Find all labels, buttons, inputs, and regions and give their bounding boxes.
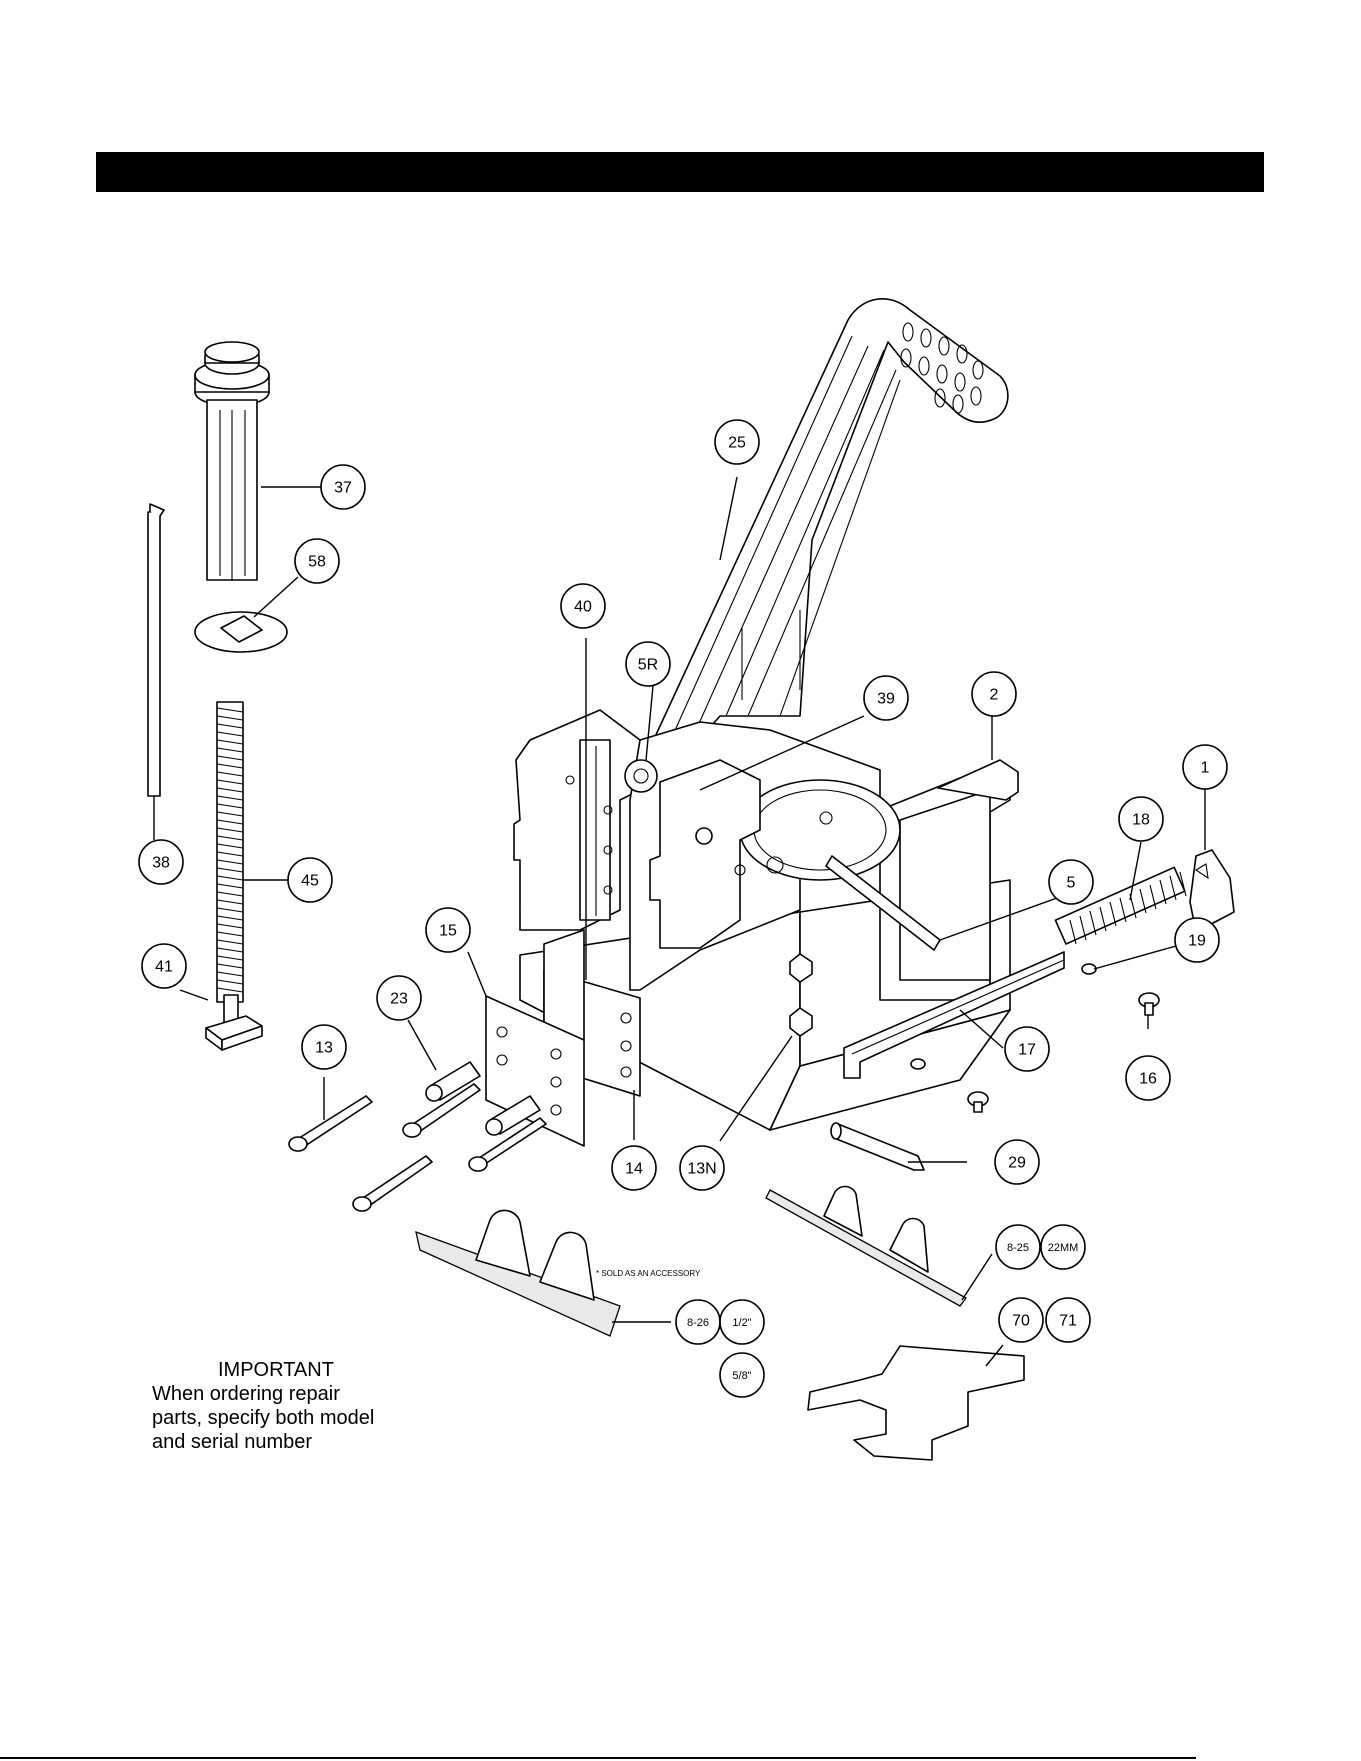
callout-40: 40 (561, 584, 605, 628)
svg-text:19: 19 (1188, 933, 1206, 950)
svg-text:71: 71 (1059, 1313, 1077, 1330)
svg-text:8-26: 8-26 (687, 1317, 709, 1329)
svg-text:5/8": 5/8" (732, 1370, 751, 1382)
part-41-block (206, 995, 262, 1050)
svg-text:1/2": 1/2" (732, 1317, 751, 1329)
part-70-71-pad (808, 1346, 1024, 1460)
important-title: IMPORTANT (152, 1358, 412, 1382)
part-19-ring (1082, 964, 1096, 974)
accessory-note: * SOLD AS AN ACCESSORY (596, 1269, 701, 1278)
bottom-rule (0, 1757, 1196, 1759)
callout-15: 15 (426, 908, 470, 952)
svg-text:13: 13 (315, 1040, 333, 1057)
svg-text:22MM: 22MM (1048, 1242, 1079, 1254)
callout-13: 13 (302, 1025, 346, 1069)
callout-25: 25 (715, 420, 759, 464)
important-note: IMPORTANT When ordering repair parts, sp… (152, 1358, 412, 1454)
callout-1: 1 (1183, 745, 1227, 789)
callout-17: 17 (1005, 1027, 1049, 1071)
svg-text:37: 37 (334, 480, 352, 497)
svg-text:58: 58 (308, 554, 326, 571)
svg-text:70: 70 (1012, 1313, 1030, 1330)
svg-text:41: 41 (155, 959, 173, 976)
part-8-26-shoe: * SOLD AS AN ACCESSORY (416, 1210, 701, 1336)
svg-text:40: 40 (574, 599, 592, 616)
callout-8-25: 8-25 (996, 1225, 1040, 1269)
callout-45: 45 (288, 858, 332, 902)
svg-text:17: 17 (1018, 1042, 1036, 1059)
part-8-25-shoe (766, 1187, 966, 1307)
callout-58: 58 (295, 539, 339, 583)
callout-71: 71 (1046, 1298, 1090, 1342)
callout-half-inch: 1/2" (720, 1300, 764, 1344)
svg-text:5R: 5R (638, 657, 658, 674)
callout-5: 5 (1049, 860, 1093, 904)
svg-text:38: 38 (152, 855, 170, 872)
svg-text:25: 25 (728, 435, 746, 452)
svg-text:39: 39 (877, 691, 895, 708)
part-29-pin (831, 1123, 924, 1170)
callout-18: 18 (1119, 797, 1163, 841)
part-37-plunger (195, 342, 269, 580)
svg-text:45: 45 (301, 873, 319, 890)
callout-five-eighths: 5/8" (720, 1353, 764, 1397)
callout-14: 14 (612, 1146, 656, 1190)
callout-38: 38 (139, 840, 183, 884)
callout-5r: 5R (626, 642, 670, 686)
part-25-handle (648, 299, 1008, 752)
important-line-3: and serial number (152, 1431, 312, 1453)
callout-23: 23 (377, 976, 421, 1020)
svg-text:23: 23 (390, 991, 408, 1008)
callout-39: 39 (864, 676, 908, 720)
callout-13n: 13N (680, 1146, 724, 1190)
callout-41: 41 (142, 944, 186, 988)
part-38-rod (148, 504, 164, 796)
svg-text:16: 16 (1139, 1071, 1157, 1088)
callout-16: 16 (1126, 1056, 1170, 1100)
part-16-screw (1139, 993, 1159, 1015)
callout-29: 29 (995, 1140, 1039, 1184)
svg-text:13N: 13N (687, 1161, 716, 1178)
important-line-1: When ordering repair (152, 1383, 340, 1405)
svg-text:18: 18 (1132, 812, 1150, 829)
callout-2: 2 (972, 672, 1016, 716)
callout-70: 70 (999, 1298, 1043, 1342)
part-58-washer (195, 612, 287, 652)
callout-22mm: 22MM (1041, 1225, 1085, 1269)
svg-text:29: 29 (1008, 1155, 1026, 1172)
important-line-2: parts, specify both model (152, 1407, 374, 1429)
svg-text:2: 2 (990, 687, 999, 704)
svg-text:14: 14 (625, 1161, 643, 1178)
callout-8-26: 8-26 (676, 1300, 720, 1344)
svg-text:5: 5 (1067, 875, 1076, 892)
svg-text:15: 15 (439, 923, 457, 940)
callout-19: 19 (1175, 918, 1219, 962)
part-45-spring (217, 702, 243, 1002)
svg-text:1: 1 (1201, 760, 1210, 777)
svg-text:8-25: 8-25 (1007, 1242, 1029, 1254)
callout-37: 37 (321, 465, 365, 509)
